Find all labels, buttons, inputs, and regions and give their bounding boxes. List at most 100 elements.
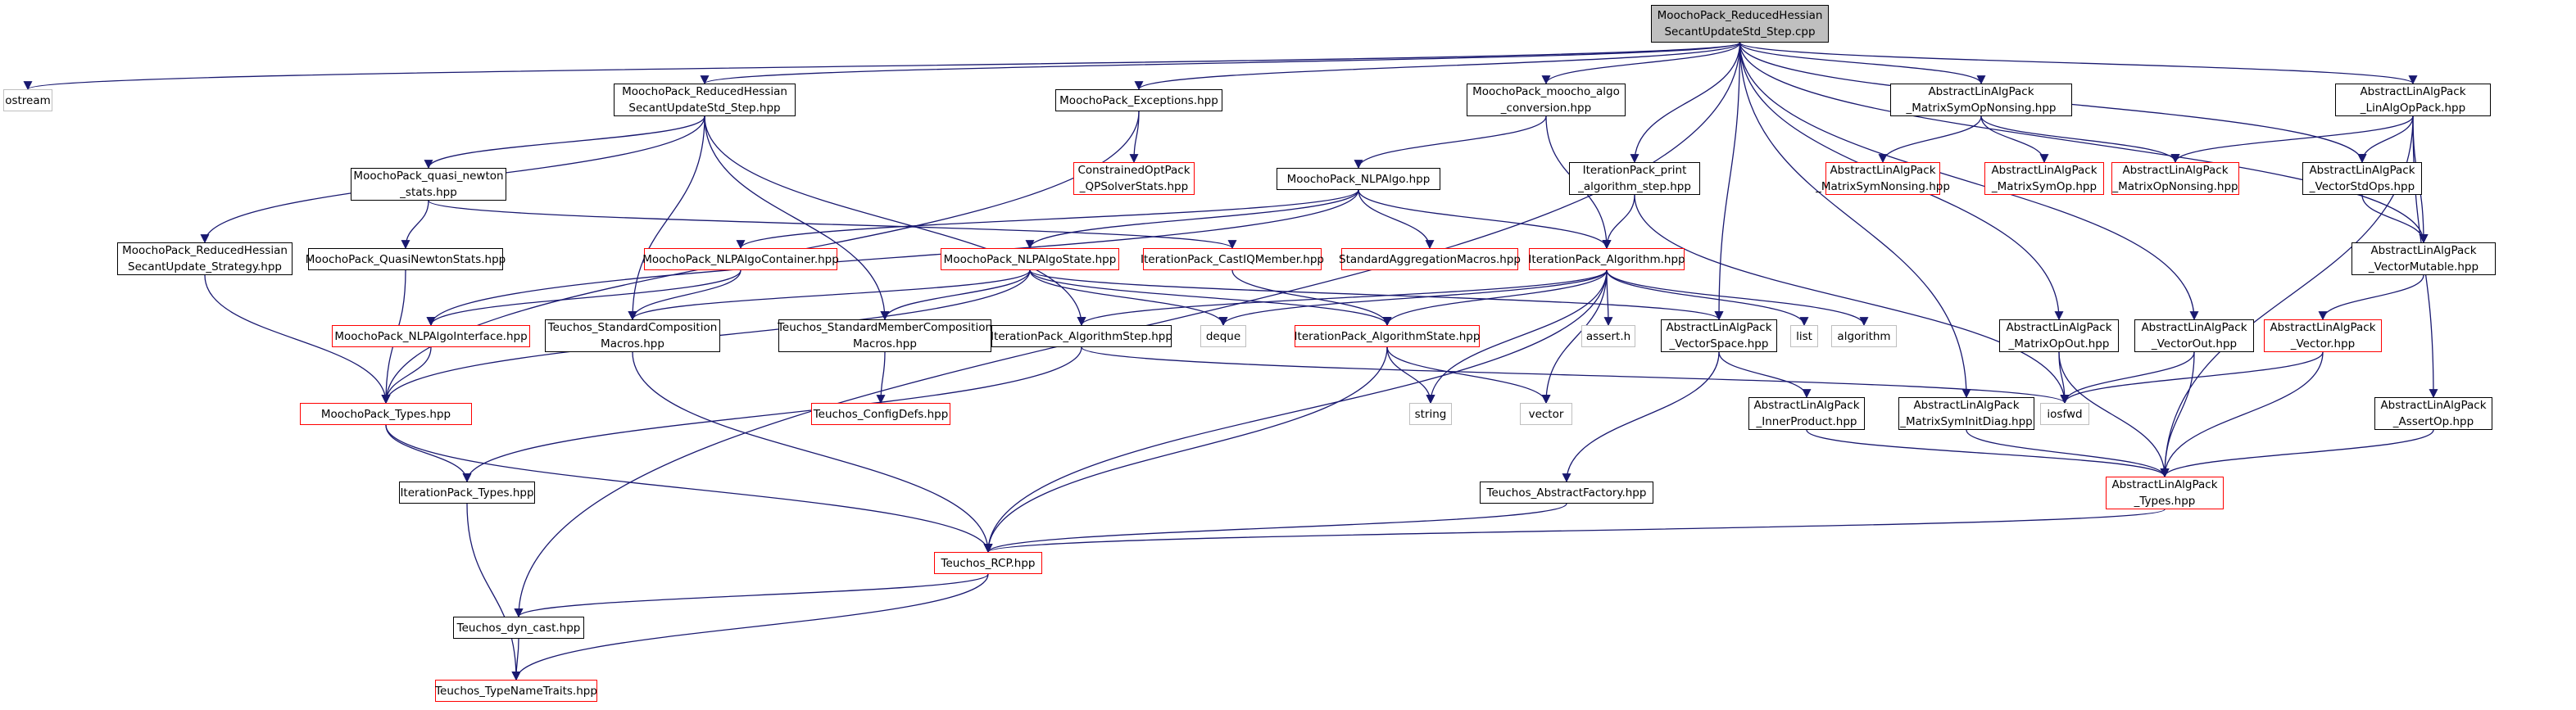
edge-iteration-algorithm-to-algorithm-state: [1382, 269, 1608, 327]
node-string[interactable]: string: [1409, 403, 1452, 425]
edge-nlp-algo-state-to-std-member-composition-macros: [880, 269, 1031, 321]
node-cast-iq-member[interactable]: IterationPack_CastIQMember.hpp: [1141, 248, 1324, 270]
node-inner-product[interactable]: AbstractLinAlgPack _InnerProduct.hpp: [1748, 397, 1865, 430]
edge-iteration-algorithm-to-vector: [1541, 269, 1608, 405]
node-nlp-algo-container[interactable]: MoochoPack_NLPAlgoContainer.hpp: [642, 248, 839, 270]
node-algorithm[interactable]: algorithm: [1831, 325, 1897, 347]
edge-vector-out-to-iosfwd: [2060, 351, 2195, 405]
edge-iteration-algorithm-to-assert-h: [1603, 269, 1613, 327]
edge-print-algorithm-step-to-iosfwd: [1634, 194, 2070, 405]
edge-vector-space-to-inner-product: [1718, 351, 1812, 399]
edge-matrix-sym-op-nonsing-to-matrix-op-nonsing: [1980, 115, 2180, 164]
node-assert-h[interactable]: assert.h: [1581, 325, 1635, 347]
node-quasi-newton-stats[interactable]: MoochoPack_QuasiNewtonStats.hpp: [306, 248, 506, 270]
edge-algorithm-step-to-iteration-types: [462, 346, 1082, 483]
edge-nlp-algo-state-to-algorithm-state: [1029, 269, 1392, 327]
edge-root-to-exceptions: [1134, 42, 1741, 91]
node-print-algorithm-step[interactable]: IterationPack_print _algorithm_step.hpp: [1569, 162, 1700, 195]
edges: [24, 42, 2438, 681]
edge-algo-conversion-to-nlp-algo: [1354, 115, 1547, 170]
node-nlp-algo-state[interactable]: MoochoPack_NLPAlgoState.hpp: [941, 248, 1119, 270]
node-config-defs[interactable]: Teuchos_ConfigDefs.hpp: [811, 403, 950, 425]
node-matrix-op-out[interactable]: AbstractLinAlgPack _MatrixOpOut.hpp: [1999, 319, 2119, 352]
node-qp-solver-stats[interactable]: ConstrainedOptPack _QPSolverStats.hpp: [1073, 162, 1195, 195]
edge-nlp-algo-to-nlp-algo-interface: [426, 189, 1359, 327]
node-linalg-op-pack[interactable]: AbstractLinAlgPack _LinAlgOpPack.hpp: [2335, 84, 2491, 116]
node-alap-types[interactable]: AbstractLinAlgPack _Types.hpp: [2106, 477, 2224, 509]
edge-algorithm-state-to-rcp: [983, 346, 1388, 554]
edge-root-to-vector-out: [1739, 42, 2199, 321]
node-abstract-factory[interactable]: Teuchos_AbstractFactory.hpp: [1480, 482, 1653, 504]
node-iteration-algorithm[interactable]: IterationPack_Algorithm.hpp: [1528, 248, 1685, 270]
node-matrix-sym-op-nonsing[interactable]: AbstractLinAlgPack _MatrixSymOpNonsing.h…: [1890, 84, 2072, 116]
edge-inner-product-to-alap-types: [1806, 429, 2170, 478]
edge-rcp-to-dyn-cast: [514, 573, 989, 618]
node-moocho-types[interactable]: MoochoPack_Types.hpp: [300, 403, 472, 425]
edge-nlp-algo-to-nlp-algo-container: [736, 189, 1359, 250]
node-vector-hpp[interactable]: AbstractLinAlgPack _Vector.hpp: [2264, 319, 2382, 352]
node-algo-conversion[interactable]: MoochoPack_moocho_algo _conversion.hpp: [1467, 84, 1626, 116]
edge-iteration-algorithm-to-rcp: [983, 269, 1608, 554]
node-dyn-cast[interactable]: Teuchos_dyn_cast.hpp: [453, 617, 584, 639]
edge-matrix-sym-op-nonsing-to-matrix-sym-op: [1980, 115, 2049, 164]
edge-vector-hpp-to-iosfwd: [2060, 351, 2324, 405]
edge-nlp-algo-state-to-std-composition-macros: [628, 269, 1031, 321]
node-iosfwd[interactable]: iosfwd: [2040, 403, 2089, 425]
edge-vector-space-to-abstract-factory: [1562, 351, 1720, 483]
edge-nlp-algo-interface-to-moocho-types: [381, 346, 432, 405]
edge-std-member-composition-macros-to-config-defs: [876, 351, 886, 405]
node-root-cpp[interactable]: MoochoPack_ReducedHessian SecantUpdateSt…: [1651, 5, 1829, 43]
node-algorithm-step[interactable]: IterationPack_AlgorithmStep.hpp: [991, 325, 1172, 347]
edge-std-composition-macros-to-rcp: [632, 351, 993, 554]
edge-nlp-algo-container-to-nlp-algo-interface: [426, 269, 742, 327]
edge-root-to-ostream: [24, 42, 1741, 91]
edge-matrix-op-out-to-alap-types: [2058, 351, 2170, 478]
edge-root-to-matrix-sym-op-nonsing: [1739, 42, 1986, 85]
node-vector-out[interactable]: AbstractLinAlgPack _VectorOut.hpp: [2134, 319, 2254, 352]
edge-rhsus-step-hpp-to-quasi-newton-stats-hpp: [424, 115, 705, 170]
node-nlp-algo-interface[interactable]: MoochoPack_NLPAlgoInterface.hpp: [332, 325, 530, 347]
edge-nlp-algo-to-nlp-algo-state: [1025, 189, 1359, 250]
node-std-composition-macros[interactable]: Teuchos_StandardComposition Macros.hpp: [545, 319, 720, 352]
node-vector-mutable[interactable]: AbstractLinAlgPack _VectorMutable.hpp: [2352, 242, 2496, 275]
node-matrix-sym-nonsing[interactable]: AbstractLinAlgPack _MatrixSymNonsing.hpp: [1816, 162, 1950, 195]
edge-root-to-algo-conversion: [1541, 42, 1741, 85]
node-rhsu-strategy[interactable]: MoochoPack_ReducedHessian SecantUpdate_S…: [117, 242, 293, 275]
node-algorithm-state[interactable]: IterationPack_AlgorithmState.hpp: [1295, 325, 1480, 347]
node-std-member-composition-macros[interactable]: Teuchos_StandardMemberComposition Macros…: [777, 319, 993, 352]
node-matrix-sym-init-diag[interactable]: AbstractLinAlgPack _MatrixSymInitDiag.hp…: [1898, 397, 2034, 430]
edge-vector-std-ops-to-vector-mutable: [2361, 194, 2429, 244]
edge-matrix-sym-op-nonsing-to-matrix-sym-nonsing: [1878, 115, 1982, 164]
edge-rcp-to-type-name-traits: [511, 573, 989, 681]
node-vector-std-ops[interactable]: AbstractLinAlgPack _VectorStdOps.hpp: [2302, 162, 2422, 195]
edge-rhsu-strategy-to-moocho-types: [204, 274, 391, 405]
edge-root-to-print-algorithm-step: [1630, 42, 1741, 164]
edge-abstract-factory-to-rcp: [983, 503, 1567, 554]
node-assert-op[interactable]: AbstractLinAlgPack _AssertOp.hpp: [2374, 397, 2492, 430]
node-quasi-newton-stats-hpp[interactable]: MoochoPack_quasi_newton _stats.hpp: [351, 168, 506, 201]
node-rcp[interactable]: Teuchos_RCP.hpp: [934, 552, 1042, 574]
node-iteration-types[interactable]: IterationPack_Types.hpp: [399, 482, 535, 504]
node-ostream[interactable]: ostream: [3, 89, 52, 111]
node-matrix-op-nonsing[interactable]: AbstractLinAlgPack _MatrixOpNonsing.hpp: [2111, 162, 2239, 195]
edge-rhsus-step-hpp-to-std-composition-macros: [628, 115, 705, 321]
edge-rhsus-step-hpp-to-std-member-composition-macros: [704, 115, 890, 321]
node-exceptions[interactable]: MoochoPack_Exceptions.hpp: [1055, 89, 1222, 111]
node-vector[interactable]: vector: [1520, 403, 1572, 425]
edge-quasi-newton-stats-hpp-to-quasi-newton-stats: [401, 200, 429, 250]
node-std-aggregation-macros[interactable]: StandardAggregationMacros.hpp: [1339, 248, 1521, 270]
edge-moocho-types-to-iteration-types: [385, 424, 472, 483]
node-vector-space[interactable]: AbstractLinAlgPack _VectorSpace.hpp: [1661, 319, 1777, 352]
node-nlp-algo[interactable]: MoochoPack_NLPAlgo.hpp: [1277, 168, 1440, 190]
node-matrix-sym-op[interactable]: AbstractLinAlgPack _MatrixSymOp.hpp: [1984, 162, 2104, 195]
edge-iteration-algorithm-to-algorithm-step: [1077, 269, 1608, 327]
edge-algorithm-step-to-iosfwd: [1081, 346, 2070, 405]
node-list[interactable]: list: [1790, 325, 1818, 347]
node-rhsus-step-hpp[interactable]: MoochoPack_ReducedHessian SecantUpdateSt…: [614, 84, 796, 116]
edge-iteration-algorithm-to-string: [1426, 269, 1608, 405]
edge-algorithm-state-to-string: [1386, 346, 1435, 405]
edge-vector-out-to-alap-types: [2160, 351, 2195, 478]
node-type-name-traits[interactable]: Teuchos_TypeNameTraits.hpp: [435, 680, 597, 702]
node-deque[interactable]: deque: [1200, 325, 1246, 347]
